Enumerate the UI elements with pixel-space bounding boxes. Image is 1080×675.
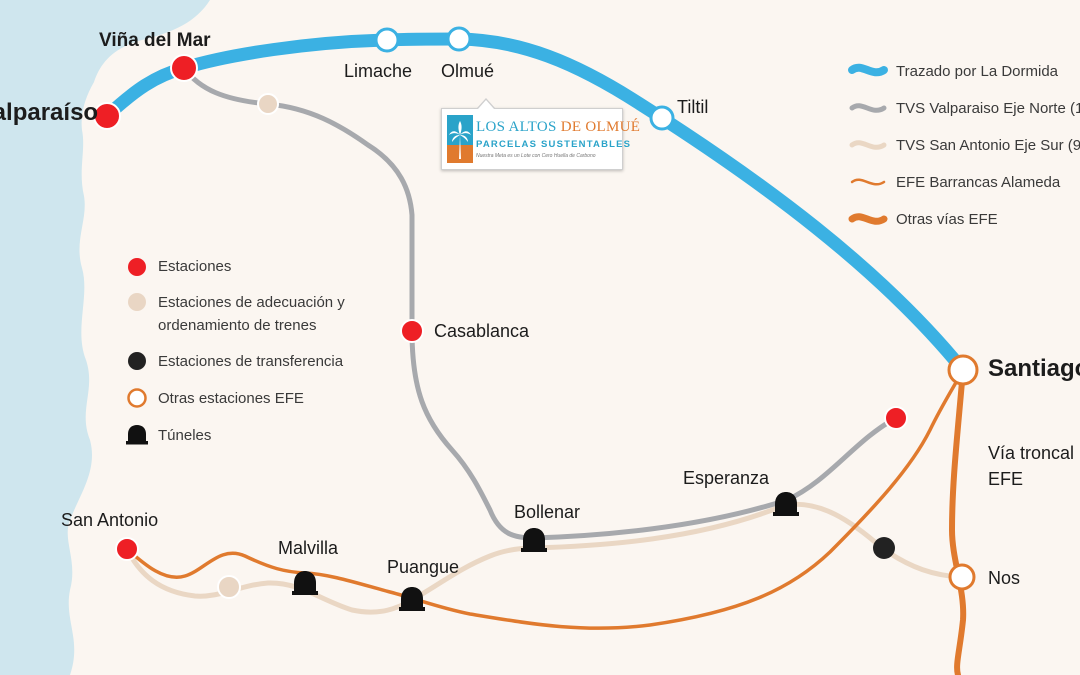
label-nos: Nos <box>988 568 1021 588</box>
label-via-troncal-2: EFE <box>988 469 1024 489</box>
label-san-antonio: San Antonio <box>61 510 159 530</box>
red-dot-icon <box>128 258 146 276</box>
legend-label-dormida: Trazado por La Dormida <box>896 63 1059 80</box>
legend-label-estaciones: Estaciones <box>158 258 232 275</box>
station-beige-norte <box>257 93 279 115</box>
legend-label-otras-efe: Otras estaciones EFE <box>158 390 304 407</box>
tunnel-bollenar <box>521 528 547 552</box>
legend-label-barrancas: EFE Barrancas Alameda <box>896 174 1061 191</box>
palm-tree-icon <box>447 115 473 163</box>
station-transfer <box>873 537 895 559</box>
legend-label-transferencia: Estaciones de transferencia <box>158 353 344 370</box>
legend-swatch-dormida <box>848 63 888 77</box>
label-tiltil: Tiltil <box>677 97 709 117</box>
orange-ring-icon <box>127 388 147 408</box>
logo-callout: LOS ALTOS DE OLMUÉ PARCELAS SUSTENTABLES… <box>441 98 640 170</box>
legend-label-otras: Otras vías EFE <box>896 211 998 228</box>
logo-subtitle: PARCELAS SUSTENTABLES <box>476 139 632 150</box>
beige-dot-icon <box>128 293 146 311</box>
station-san-antonio <box>115 537 139 561</box>
logo-tagline: Nuestra Meta es un Lote con Cero Huella … <box>476 153 596 159</box>
label-vina-del-mar: Viña del Mar <box>99 30 211 51</box>
legend-swatch-otras <box>848 213 888 225</box>
legend-swatch-sur <box>849 140 887 150</box>
station-olmue <box>446 26 472 52</box>
legend-label-adecuacion-1: Estaciones de adecuación y <box>158 294 345 311</box>
legend-label-tuneles: Túneles <box>158 427 212 444</box>
tunnel-puangue <box>399 587 425 611</box>
label-malvilla: Malvilla <box>278 538 339 558</box>
logo-pointer <box>478 100 494 109</box>
route-otras-vias-efe <box>948 367 967 675</box>
sea-area <box>0 0 210 675</box>
label-puangue: Puangue <box>387 557 460 577</box>
station-tiltil <box>649 105 675 131</box>
logo-title: LOS ALTOS DE OLMUÉ <box>476 119 640 136</box>
route-efe-barrancas-alameda <box>125 368 965 630</box>
station-limache <box>374 27 400 53</box>
label-olmue: Olmué <box>441 61 495 81</box>
legend-swatch-barrancas <box>850 178 886 186</box>
route-tvs-valparaiso-norte <box>181 65 899 541</box>
station-santiago <box>947 354 979 386</box>
tunnel-malvilla <box>292 571 318 595</box>
label-casablanca: Casablanca <box>434 321 530 341</box>
legend-label-adecuacion-2: ordenamiento de trenes <box>158 317 317 334</box>
label-valparaiso: Valparaíso <box>0 99 99 126</box>
label-via-troncal-1: Vía troncal <box>988 443 1075 463</box>
label-santiago: Santiago <box>988 355 1080 382</box>
legend-label-sur: TVS San Antonio Eje Sur (98 <box>896 137 1080 154</box>
label-esperanza: Esperanza <box>683 468 770 488</box>
station-beige-sur <box>217 575 241 599</box>
station-red-east <box>884 406 908 430</box>
logo-title-accent: DE OLMUÉ <box>560 119 641 135</box>
black-dot-icon <box>128 352 146 370</box>
logo-title-main: LOS ALTOS <box>476 119 561 135</box>
station-nos <box>948 563 976 591</box>
tunnel-icon <box>126 425 148 445</box>
tunnel-esperanza <box>773 492 799 516</box>
station-valparaiso <box>93 102 121 130</box>
label-limache: Limache <box>344 61 413 81</box>
legend-swatch-norte <box>849 103 887 113</box>
legend-label-norte: TVS Valparaiso Eje Norte (13 <box>896 100 1080 117</box>
label-bollenar: Bollenar <box>514 502 581 522</box>
station-casablanca <box>400 319 424 343</box>
station-vina-del-mar <box>170 54 198 82</box>
